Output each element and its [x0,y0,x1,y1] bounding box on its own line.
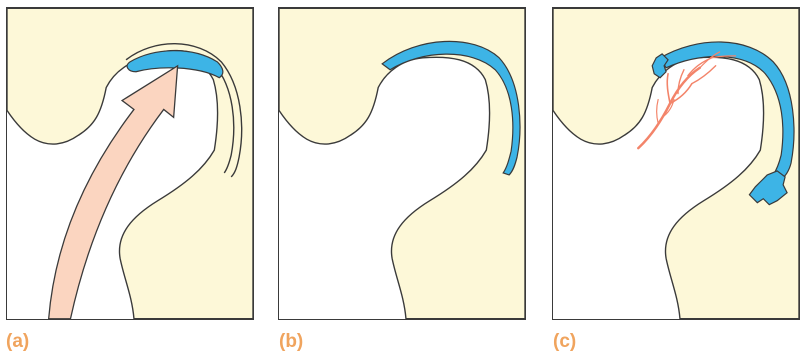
panel-label-b: (b) [279,331,304,352]
cartilage-blob-top [651,53,669,79]
bone-region [7,8,253,319]
blood-vessels [637,51,737,150]
cartilage-cap [126,50,224,79]
panel-label-c: (c) [553,331,577,352]
cartilage-blob-bottom [748,170,788,206]
panel-b [278,7,526,320]
panel-c [552,7,800,320]
diagram-a [7,8,253,319]
panel-a [6,7,254,320]
diagram-b [279,8,525,319]
bone-region [553,8,799,319]
joint-space-line [125,43,243,178]
pressure-arrow [47,64,179,319]
panel-label-a: (a) [6,331,30,352]
bone-region [279,8,525,319]
diagram-c [553,8,799,319]
cartilage-cover [381,40,521,176]
